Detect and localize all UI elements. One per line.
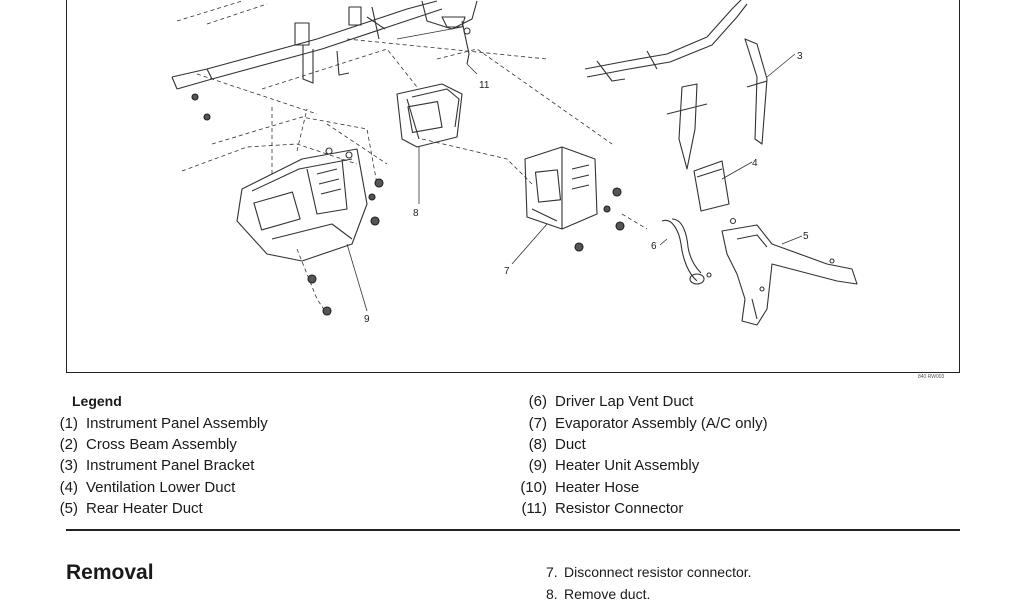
legend-item: (11)Resistor Connector — [521, 500, 684, 517]
instrument-panel-bracket-part — [584, 0, 768, 170]
legend-item: (5)Rear Heater Duct — [59, 500, 203, 517]
section-divider — [66, 529, 960, 531]
callout-8: 8 — [413, 208, 419, 219]
callout-3: 3 — [797, 51, 803, 62]
removal-step: 8.Remove duct. — [546, 586, 651, 602]
legend-item: (1)Instrument Panel Assembly — [59, 415, 268, 432]
duct-part — [396, 83, 463, 148]
driver-lap-vent-duct-part — [661, 218, 705, 285]
callout-5: 5 — [803, 231, 809, 242]
legend-item: (2)Cross Beam Assembly — [59, 436, 237, 453]
callout-9: 9 — [364, 314, 370, 325]
heater-unit-part — [236, 147, 368, 262]
cross-beam-part — [171, 0, 443, 90]
callout-7: 7 — [504, 266, 510, 277]
legend-title: Legend — [72, 393, 122, 409]
rear-heater-duct-part — [706, 224, 858, 326]
legend-item: (9)Heater Unit Assembly — [528, 457, 700, 474]
legend-item: (4)Ventilation Lower Duct — [59, 479, 236, 496]
ventilation-lower-duct-part — [693, 160, 737, 225]
callout-11: 11 — [479, 80, 490, 91]
legend-item: (6)Driver Lap Vent Duct — [528, 393, 694, 410]
exploded-parts-diagram: 11 3 4 5 6 7 8 9 — [66, 0, 960, 373]
legend-item: (7)Evaporator Assembly (A/C only) — [528, 415, 768, 432]
callout-6: 6 — [651, 241, 657, 252]
legend-item: (8)Duct — [528, 436, 586, 453]
removal-heading: Removal — [66, 561, 154, 584]
diagram-drawing: 11 3 4 5 6 7 8 9 — [171, 0, 858, 326]
evaporator-part — [524, 146, 598, 230]
legend-item: (10)Heater Hose — [520, 479, 640, 496]
callout-4: 4 — [752, 158, 758, 169]
figure-code: 840 RW003 — [918, 374, 945, 380]
resistor-connector-part — [366, 0, 478, 65]
removal-step: 7.Disconnect resistor connector. — [546, 564, 752, 580]
legend-item: (3)Instrument Panel Bracket — [59, 457, 255, 474]
